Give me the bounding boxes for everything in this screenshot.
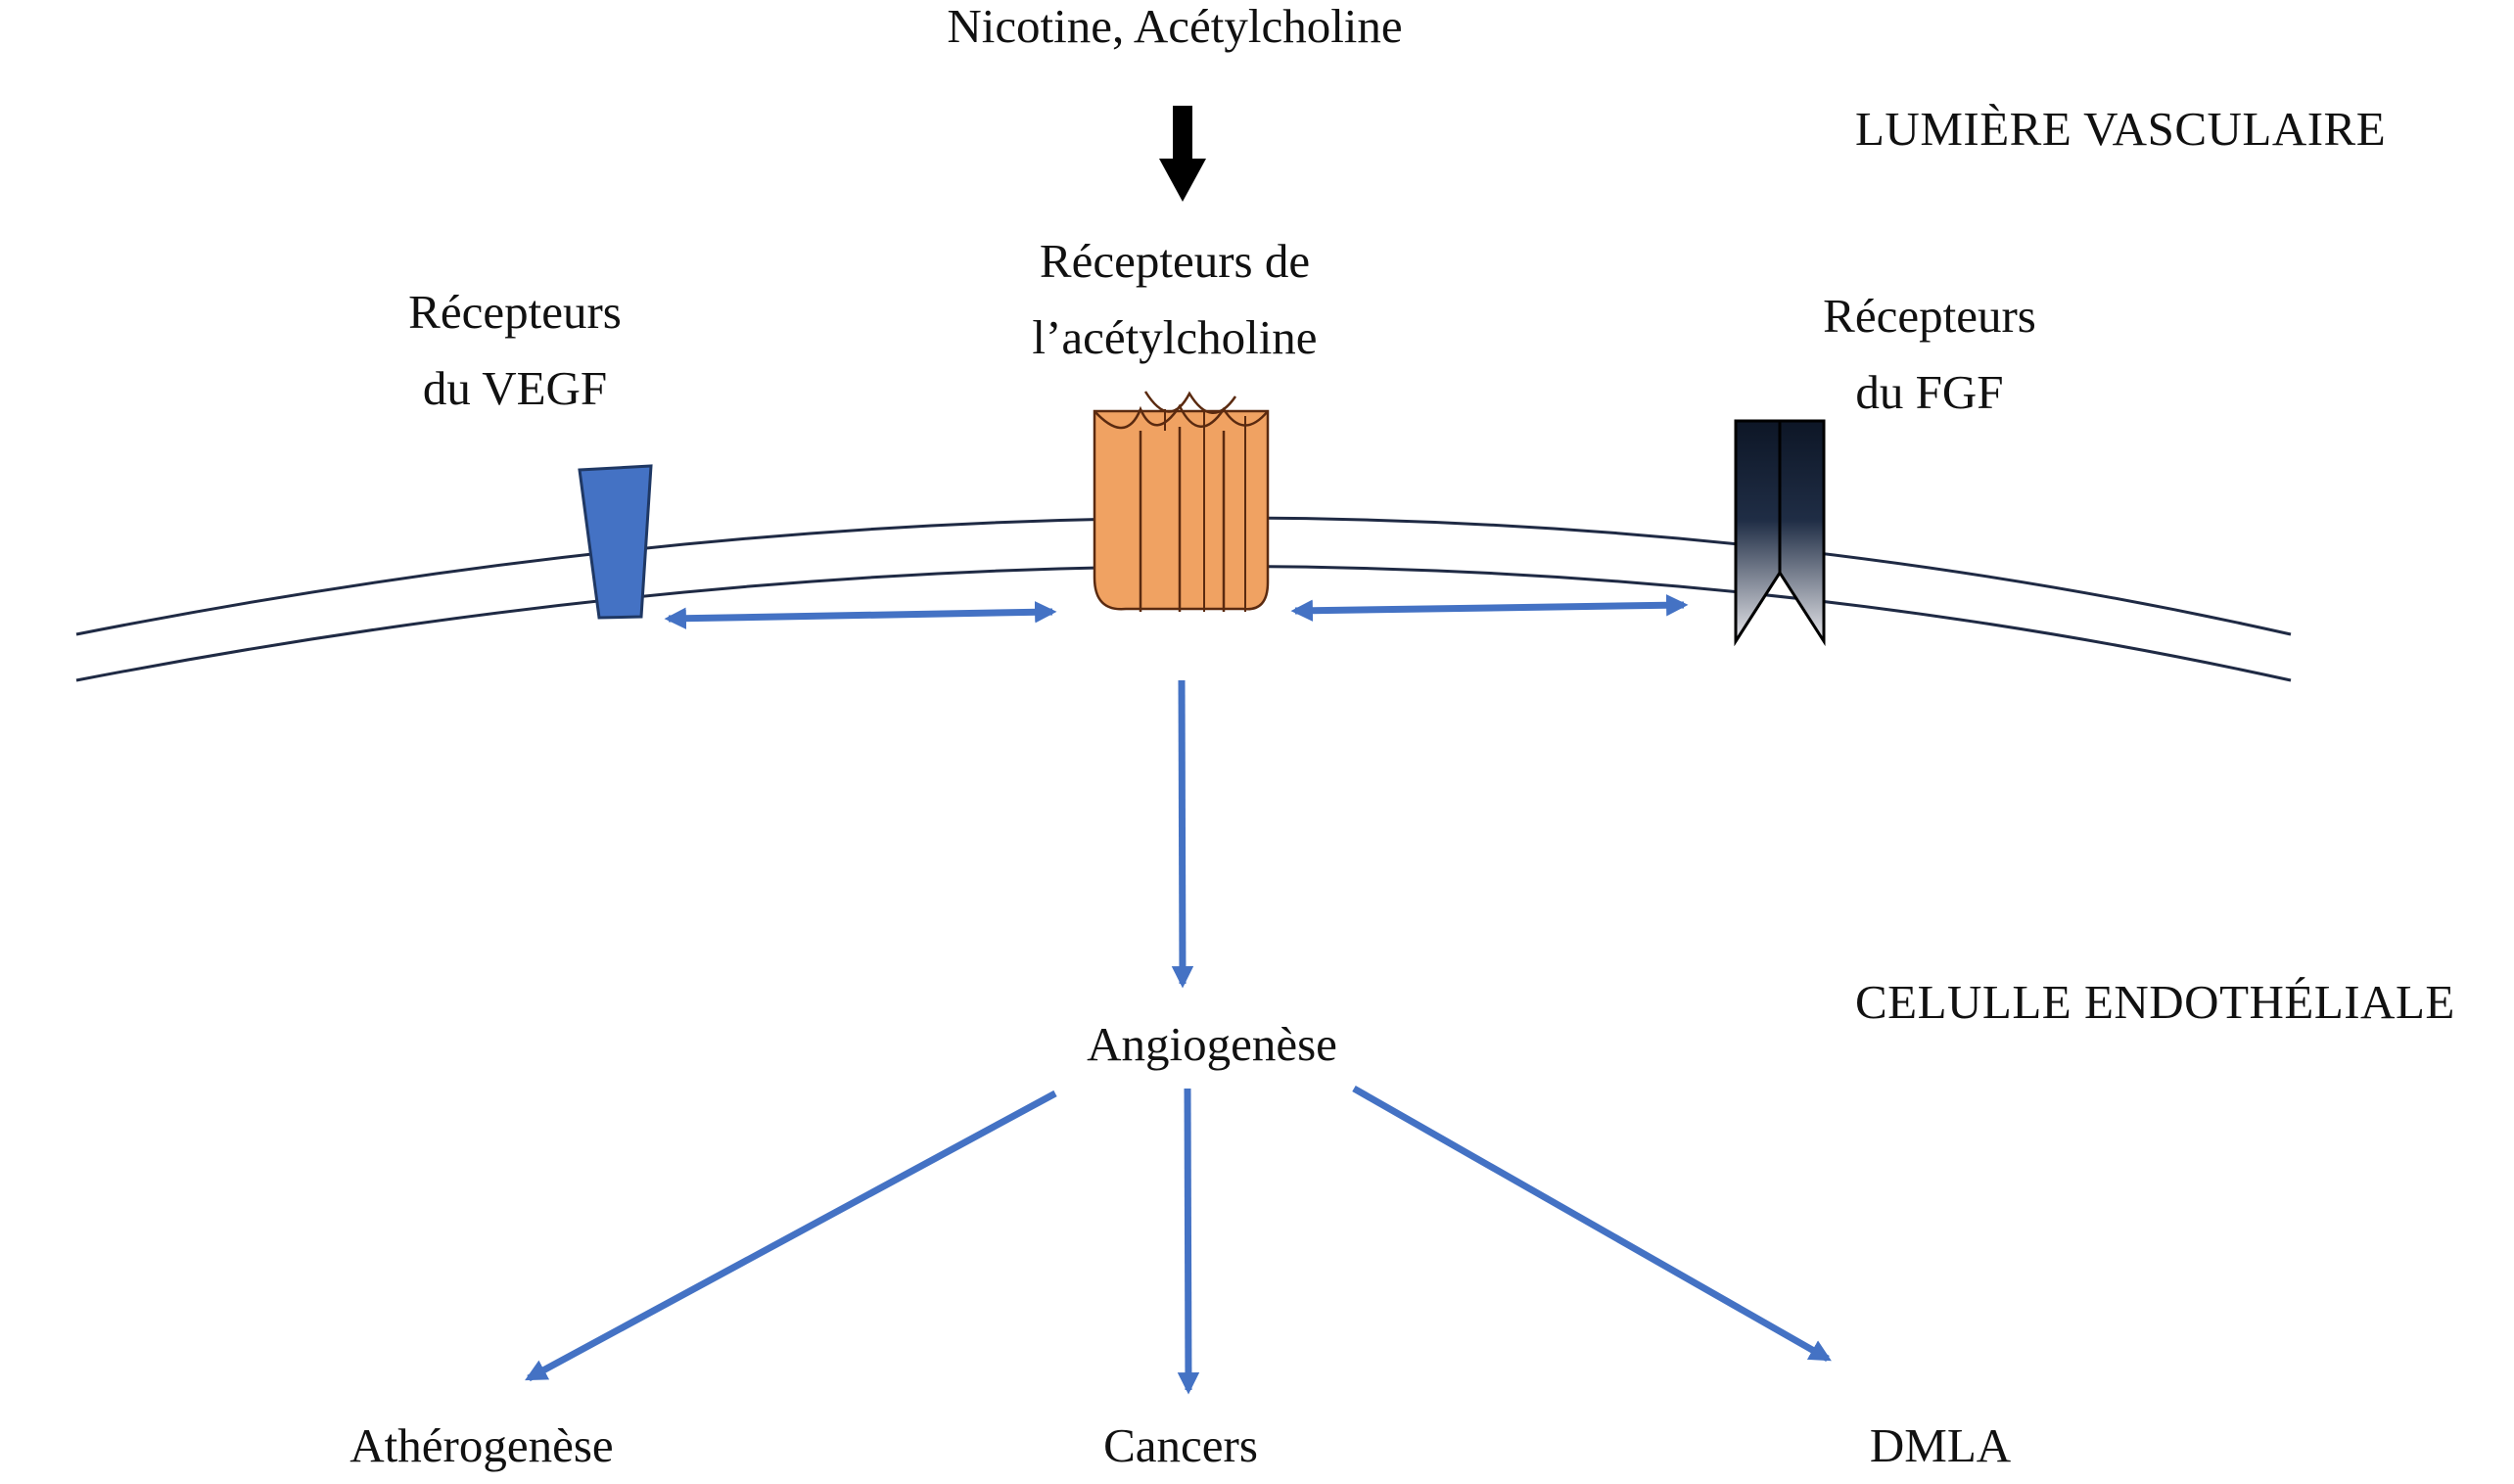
angiogenesis-to-cancers-arrow (1177, 1088, 1200, 1395)
vegf-receptor-label-line2: du VEGF (422, 361, 608, 415)
dmla-label: DMLA (1869, 1418, 2012, 1472)
angiogenesis-to-atherogenesis-arrow (525, 1090, 1057, 1382)
cancers-label: Cancers (1103, 1418, 1258, 1472)
vegf-receptor-label-line1: Récepteurs (408, 285, 622, 339)
ach-receptor-label-line2: l’acétylcholine (1032, 310, 1318, 364)
fgf-receptor-shape (1734, 419, 1826, 647)
stimulus-label: Nicotine, Acétylcholine (947, 0, 1403, 53)
acetylcholine-receptor-shape (1093, 391, 1270, 612)
receptor-to-angiogenesis-arrow (1171, 679, 1194, 989)
ach-receptor-label-line1: Récepteurs de (1039, 234, 1311, 288)
lumen-region-label: LUMIÈRE VASCULAIRE (1855, 102, 2387, 156)
ach-fgf-double-arrow (1290, 594, 1689, 622)
fgf-receptor-label-line2: du FGF (1855, 365, 2004, 419)
atherogenesis-label: Athérogenèse (349, 1418, 614, 1472)
angiogenesis-label: Angiogenèse (1087, 1017, 1337, 1071)
stimulus-arrow (1159, 106, 1206, 202)
fgf-receptor-label-line1: Récepteurs (1823, 289, 2036, 343)
angiogenesis-to-dmla-arrow (1352, 1085, 1832, 1363)
vegf-receptor-shape (578, 464, 653, 620)
vegf-ach-double-arrow (664, 601, 1057, 629)
endothelial-region-label: CELULLE ENDOTHÉLIALE (1855, 975, 2455, 1029)
